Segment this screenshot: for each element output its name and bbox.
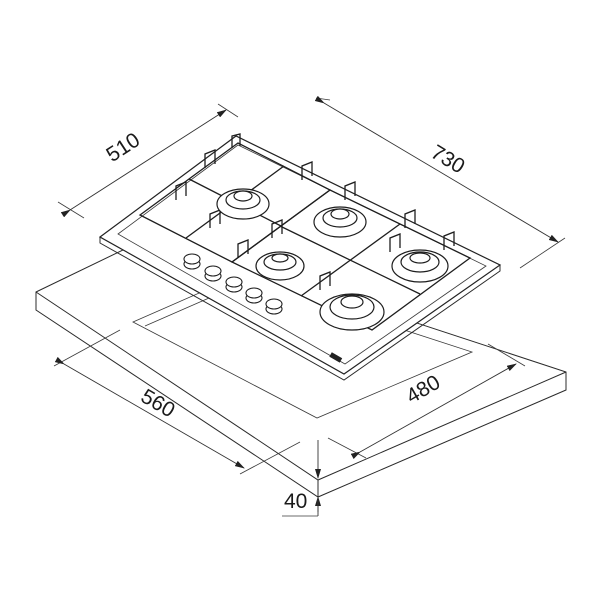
burner-3 — [255, 251, 305, 281]
knob-1 — [183, 253, 201, 270]
brand-badge — [329, 352, 343, 363]
knob-5 — [265, 298, 283, 315]
knob-3 — [225, 276, 243, 293]
dimension-510 — [57, 103, 239, 219]
dimension-560 — [53, 329, 301, 475]
burner-2 — [313, 206, 367, 238]
dimension-label-40: 40 — [284, 490, 308, 513]
knob-4 — [245, 287, 263, 304]
dimension-480 — [327, 343, 526, 460]
burner-1 — [216, 188, 270, 220]
control-knobs — [183, 253, 283, 315]
dimension-40 — [282, 440, 321, 517]
burner-4 — [391, 249, 449, 283]
burner-5-wok — [319, 293, 385, 331]
dimension-730 — [314, 95, 566, 269]
knob-2 — [204, 265, 222, 282]
